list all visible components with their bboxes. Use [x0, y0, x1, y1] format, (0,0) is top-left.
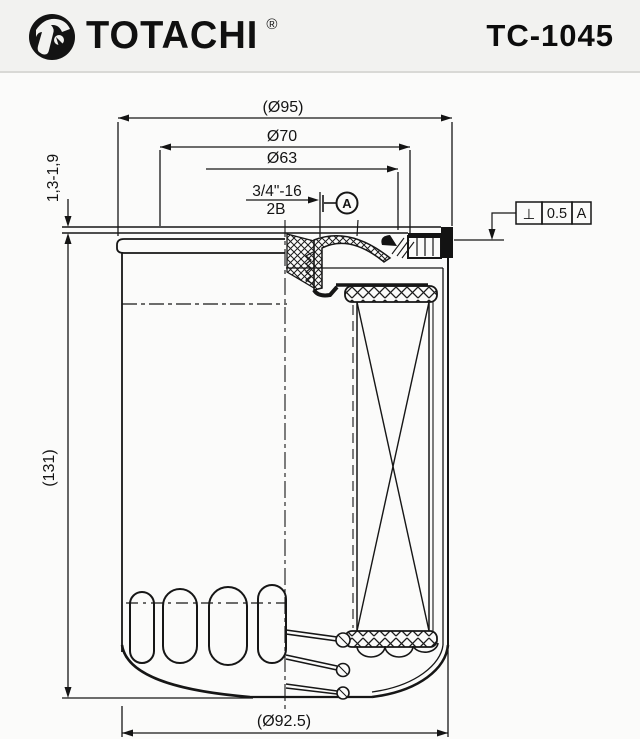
- header-bar: TOTACHI ® TC-1045: [0, 0, 640, 73]
- tolerance-symbol: ⊥: [523, 207, 536, 223]
- dim-gasket-height: 1,3-1,9: [45, 154, 72, 227]
- dim-flange-diameter: (Ø95): [117, 99, 453, 236]
- element-top-cap: [344, 285, 438, 303]
- tapping-plate-dome: [313, 234, 392, 291]
- dim-body-height-label: (131): [41, 449, 58, 486]
- thread-profile: [304, 251, 314, 285]
- dim-body-height: (131): [41, 233, 253, 699]
- dim-body-diameter: (Ø92.5): [121, 650, 449, 737]
- element-bottom-cap: [344, 630, 438, 648]
- dim-inner-diameter: Ø63: [206, 150, 399, 230]
- filter-exterior-outline: [62, 226, 441, 699]
- totachi-logo-icon: [29, 13, 75, 60]
- dim-body-diameter-label: (Ø92.5): [257, 713, 311, 730]
- registered-mark: ®: [266, 15, 278, 33]
- datum-a-circle: [335, 191, 359, 215]
- tolerance-datum: A: [577, 206, 587, 222]
- thread-class-label: 2B: [267, 201, 286, 218]
- dim-inner-diameter-label: Ø63: [267, 150, 297, 167]
- dim-seat-diameter: Ø70: [159, 128, 411, 233]
- gasket-section: [441, 227, 453, 258]
- thread-size-label: 3/4"-16: [252, 183, 301, 200]
- brand-block: TOTACHI ®: [26, 10, 277, 62]
- tolerance-value: 0.5: [547, 206, 567, 222]
- thread-callout: 3/4"-16 2B: [246, 183, 321, 237]
- anti-drainback-valve: [312, 285, 339, 298]
- dim-seat-diameter-label: Ø70: [267, 128, 297, 145]
- tolerance-frame: ⊥ 0.5 A: [454, 201, 592, 241]
- brand-text: TOTACHI: [86, 14, 259, 57]
- datum-a-letter: A: [342, 196, 352, 211]
- part-number: TC-1045: [486, 17, 614, 53]
- dim-gasket-height-label: 1,3-1,9: [45, 154, 62, 202]
- filter-section: [285, 227, 453, 700]
- datum-feature-a: A: [322, 191, 359, 237]
- spring-section: [285, 629, 351, 700]
- dim-flange-diameter-label: (Ø95): [263, 99, 304, 116]
